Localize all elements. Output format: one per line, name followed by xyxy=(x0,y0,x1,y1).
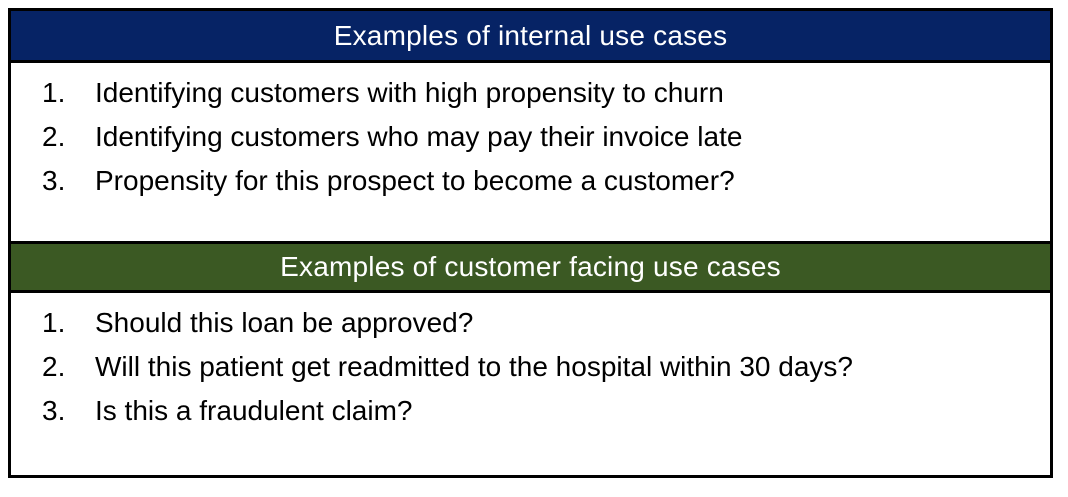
list-item-text: Should this loan be approved? xyxy=(95,307,474,338)
customer-facing-use-cases-header-label: Examples of customer facing use cases xyxy=(280,251,781,282)
internal-use-cases-header: Examples of internal use cases xyxy=(11,11,1050,63)
list-item-text: Identifying customers who may pay their … xyxy=(95,121,743,152)
numbered-list: 1. Should this loan be approved? 2. Will… xyxy=(11,293,1050,433)
list-item-text: Will this patient get readmitted to the … xyxy=(95,351,853,382)
customer-facing-use-cases-list: 1. Should this loan be approved? 2. Will… xyxy=(11,293,1050,475)
list-item-number: 3. xyxy=(42,165,66,196)
list-item-number: 3. xyxy=(42,395,66,426)
list-item: 1. Identifying customers with high prope… xyxy=(11,71,1050,115)
internal-use-cases-header-label: Examples of internal use cases xyxy=(333,19,728,51)
list-item: 1. Should this loan be approved? xyxy=(11,301,1050,345)
use-case-table: Examples of internal use cases 1. Identi… xyxy=(8,8,1053,478)
list-item-number: 1. xyxy=(42,77,66,108)
list-item-text: Propensity for this prospect to become a… xyxy=(95,165,735,196)
list-item-number: 1. xyxy=(42,307,66,338)
list-item: 3. Is this a fraudulent claim? xyxy=(11,389,1050,433)
list-item-text: Identifying customers with high propensi… xyxy=(95,77,724,108)
list-item: 3. Propensity for this prospect to becom… xyxy=(11,159,1050,203)
list-item-number: 2. xyxy=(42,351,66,382)
list-item-text: Is this a fraudulent claim? xyxy=(95,395,413,426)
list-item: 2. Will this patient get readmitted to t… xyxy=(11,345,1050,389)
list-item-number: 2. xyxy=(42,121,66,152)
internal-use-cases-list: 1. Identifying customers with high prope… xyxy=(11,63,1050,244)
customer-facing-use-cases-header: Examples of customer facing use cases xyxy=(11,244,1050,293)
list-item: 2. Identifying customers who may pay the… xyxy=(11,115,1050,159)
numbered-list: 1. Identifying customers with high prope… xyxy=(11,63,1050,203)
